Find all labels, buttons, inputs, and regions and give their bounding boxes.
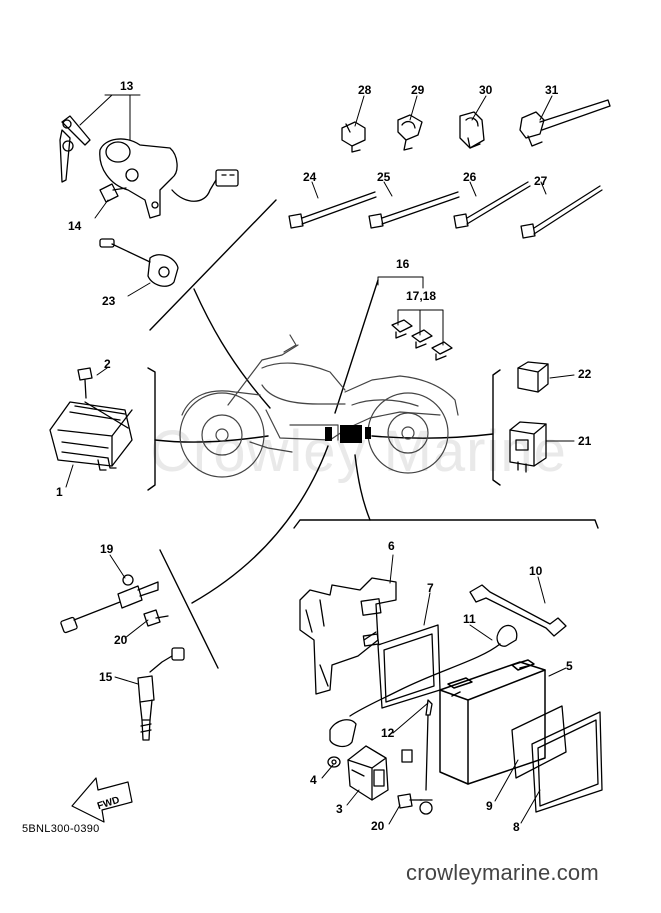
callout-9: 9 <box>486 799 493 813</box>
cable-part-11 <box>329 624 518 748</box>
rectifier-part-1 <box>49 367 133 471</box>
callout-30: 30 <box>479 83 493 97</box>
callout-5: 5 <box>566 659 573 673</box>
sensor-part-23 <box>99 238 179 287</box>
callout-20-left: 20 <box>114 633 128 647</box>
strap-part-10 <box>469 584 567 637</box>
callout-29: 29 <box>411 83 425 97</box>
relay-part-3 <box>347 745 389 801</box>
sensor-part-15 <box>137 647 185 741</box>
motorcycle-outline <box>179 334 459 478</box>
callout-8: 8 <box>513 820 520 834</box>
screw-part-14 <box>99 183 127 203</box>
group-brackets <box>147 199 599 669</box>
screw-part-20a <box>143 609 169 627</box>
relay-part-22 <box>517 361 549 393</box>
pad-part-9 <box>511 705 567 779</box>
main-switch-part <box>59 115 239 219</box>
callout-2: 2 <box>104 357 111 371</box>
clamp-parts-28-31 <box>341 99 611 153</box>
callout-22: 22 <box>578 367 592 381</box>
fwd-label: FWD <box>96 795 121 813</box>
callout-4: 4 <box>310 773 317 787</box>
fuse-parts-17-18 <box>391 319 453 361</box>
callout-15: 15 <box>99 670 113 684</box>
cable-ties-24-27 <box>288 181 603 239</box>
callout-31: 31 <box>545 83 559 97</box>
ecu-location-marker <box>340 425 362 443</box>
callout-23: 23 <box>102 294 116 308</box>
callout-13: 13 <box>120 79 134 93</box>
relay-part-21 <box>509 421 547 473</box>
diagram-code: 5BNL300-0390 <box>22 823 100 835</box>
leader-lines <box>65 94 575 825</box>
grommet-part-4 <box>327 756 341 768</box>
callout-12: 12 <box>381 726 395 740</box>
lead-part-12 <box>401 699 433 815</box>
callout-16: 16 <box>396 257 410 271</box>
battery-part-5 <box>439 659 546 785</box>
callout-25: 25 <box>377 170 391 184</box>
callout-20-right: 20 <box>371 819 385 833</box>
sensor-part-19 <box>60 574 159 634</box>
callout-17-18: 17,18 <box>406 289 437 303</box>
callout-7: 7 <box>427 581 434 595</box>
callout-11: 11 <box>463 612 476 626</box>
callout-21: 21 <box>578 434 592 448</box>
battery-box-part-6 <box>299 577 397 695</box>
callout-14: 14 <box>68 219 82 233</box>
callout-1: 1 <box>56 485 63 499</box>
website-footer: crowleymarine.com <box>406 860 599 885</box>
callout-10: 10 <box>529 564 543 578</box>
callout-6: 6 <box>388 539 395 553</box>
callout-19: 19 <box>100 542 114 556</box>
callout-27: 27 <box>534 174 548 188</box>
pad-part-8 <box>531 711 603 813</box>
screw-part-20b <box>397 793 423 809</box>
callout-24: 24 <box>303 170 317 184</box>
callout-3: 3 <box>336 802 343 816</box>
fwd-arrow-icon: FWD <box>71 777 133 823</box>
callout-28: 28 <box>358 83 372 97</box>
callout-26: 26 <box>463 170 477 184</box>
